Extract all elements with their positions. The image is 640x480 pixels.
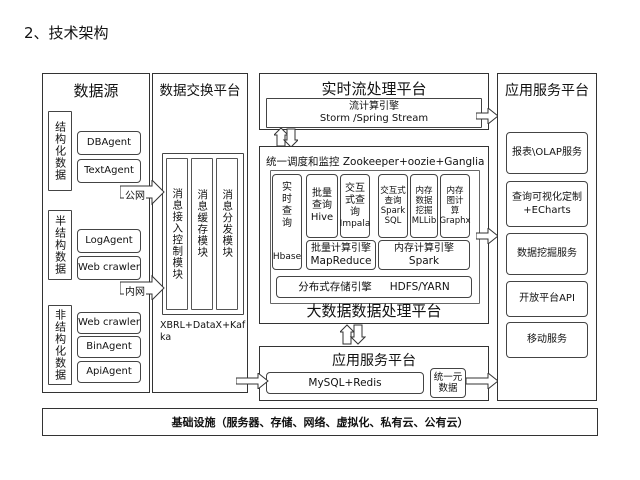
interactive-query-box: 交互式查询 Impala bbox=[340, 174, 370, 238]
hbase-label: Hbase bbox=[272, 251, 302, 262]
public-net-label: 公网 bbox=[124, 187, 146, 202]
report-olap-service: 报表\OLAP服务 bbox=[506, 132, 588, 174]
mllib-box: 内存数据挖掘 MLLib bbox=[410, 174, 438, 238]
unstructured-label: 非结构化数据 bbox=[48, 305, 72, 385]
mllib-label: MLLib bbox=[411, 216, 437, 226]
page-heading: 2、技术架构 bbox=[24, 24, 109, 42]
mysql-redis-box: MySQL+Redis bbox=[266, 372, 424, 394]
batch-engine-box: 批量计算引擎 MapReduce bbox=[306, 240, 376, 270]
stream-engine-name: 流计算引擎 bbox=[349, 101, 399, 112]
logagent-box: LogAgent bbox=[77, 229, 141, 253]
data-mining-service: 数据挖掘服务 bbox=[506, 233, 588, 275]
mobile-service: 移动服务 bbox=[506, 322, 588, 358]
hdfs-label: HDFS/YARN bbox=[389, 280, 450, 293]
memory-engine-box: 内存计算引擎 Spark bbox=[378, 240, 470, 270]
message-cache-module: 消息缓存模块 bbox=[191, 158, 213, 310]
realtime-query-box: 实时查询 Hbase bbox=[272, 174, 302, 270]
dbagent-box: DBAgent bbox=[77, 131, 141, 155]
realtime-title: 实时流处理平台 bbox=[321, 80, 427, 98]
storage-engine-box: 分布式存储引擎 HDFS/YARN bbox=[276, 276, 472, 298]
private-net-label: 内网 bbox=[124, 283, 146, 298]
exchange-title: 数据交换平台 bbox=[159, 83, 241, 99]
structured-label: 结构化数据 bbox=[48, 111, 72, 191]
web-crawler-box-1: Web crawler bbox=[77, 256, 141, 280]
scheduler-label: 统一调度和监控 Zookeeper+oozie+Ganglia bbox=[266, 156, 485, 168]
app-mid-title: 应用服务平台 bbox=[332, 353, 416, 369]
app-right-title: 应用服务平台 bbox=[505, 83, 589, 99]
binagent-box: BinAgent bbox=[77, 336, 141, 358]
stream-engine-tech: Storm /Spring Stream bbox=[319, 113, 429, 124]
textagent-box: TextAgent bbox=[77, 159, 141, 183]
unified-metadata-box: 统一元数据 bbox=[430, 368, 466, 398]
query-viz-service: 查询可视化定制+ECharts bbox=[506, 181, 588, 227]
bigdata-title: 大数据数据处理平台 bbox=[306, 302, 442, 320]
realtime-bigdata-arrows bbox=[274, 128, 298, 148]
spark-label: Spark bbox=[408, 254, 440, 267]
spark-sql-box: 交互式查询Spark SQL bbox=[378, 174, 408, 238]
open-api-service: 开放平台API bbox=[506, 281, 588, 317]
mapreduce-label: MapReduce bbox=[310, 254, 372, 267]
storage-engine-label: 分布式存储引擎 bbox=[298, 280, 372, 293]
infrastructure-bar: 基础设施（服务器、存储、网络、虚拟化、私有云、公有云） bbox=[42, 408, 598, 436]
web-crawler-box-2: Web crawler bbox=[77, 312, 141, 334]
exchange-tech: XBRL+DataX+Kafka bbox=[160, 320, 246, 343]
message-access-module: 消息接入控制模块 bbox=[166, 158, 188, 310]
message-dispatch-module: 消息分发模块 bbox=[216, 158, 238, 310]
semi-structured-label: 半结构数据 bbox=[48, 210, 72, 280]
bigdata-app-arrows bbox=[340, 324, 366, 345]
stream-engine-box: 流计算引擎 Storm /Spring Stream bbox=[266, 98, 482, 128]
batch-query-box: 批量查询 Hive bbox=[306, 174, 338, 238]
impala-label: Impala bbox=[339, 218, 371, 229]
data-source-title: 数据源 bbox=[73, 82, 119, 100]
hive-label: Hive bbox=[310, 212, 334, 223]
apiagent-box: ApiAgent bbox=[77, 361, 141, 383]
graphx-label: Graphx bbox=[439, 216, 471, 226]
graphx-box: 内存图计算 Graphx bbox=[439, 174, 471, 238]
